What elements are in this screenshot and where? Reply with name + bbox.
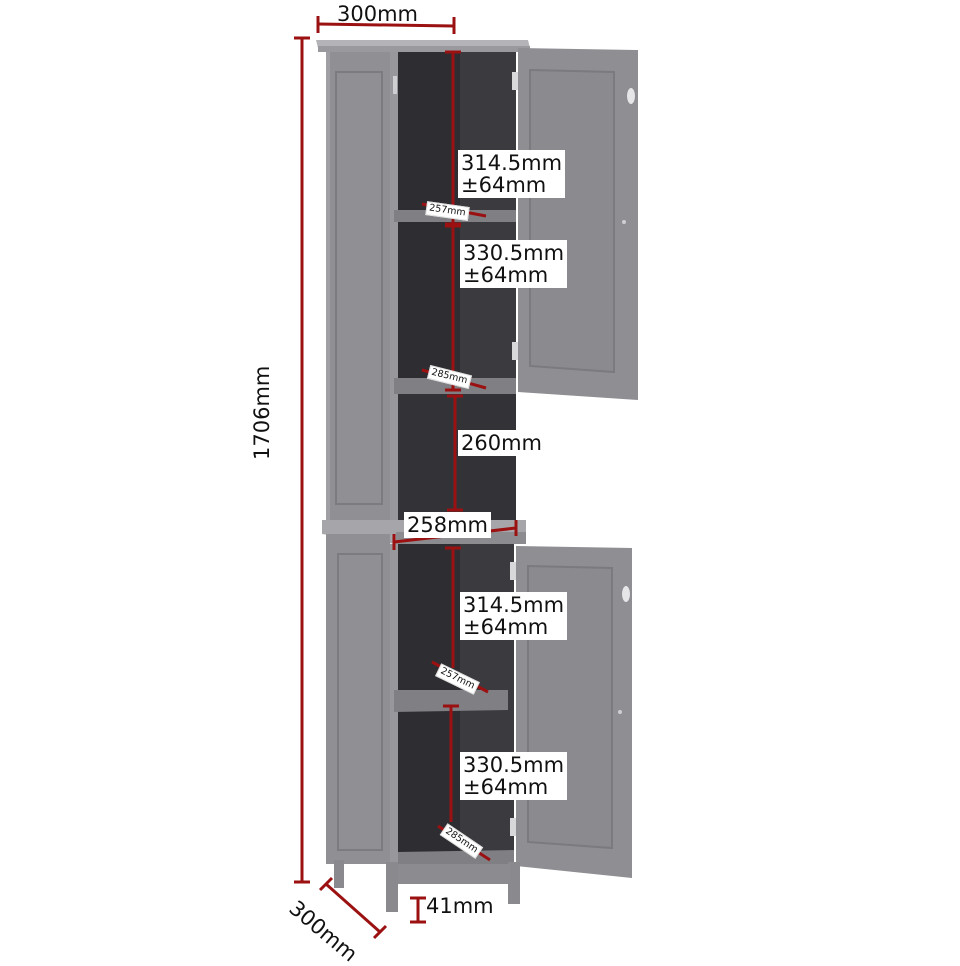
top-width-label: 300mm <box>337 2 418 26</box>
upper-lower-shelf-label: 330.5mm ±64mm <box>460 240 568 289</box>
lower-lower-shelf-label: 330.5mm ±64mm <box>460 752 568 801</box>
total-height-label: 1706mm <box>250 365 274 460</box>
height-value: 330.5mm <box>463 241 565 265</box>
lower-top-shelf-label: 314.5mm ±64mm <box>460 592 568 641</box>
dimension-lines <box>294 16 518 940</box>
height-value: 330.5mm <box>463 753 565 777</box>
open-compartment-height-label: 260mm <box>458 430 545 457</box>
height-value: 314.5mm <box>461 151 563 175</box>
tolerance-value: ±64mm <box>463 615 549 640</box>
tolerance-value: ±64mm <box>463 263 549 288</box>
divider-width-label: 258mm <box>404 512 491 539</box>
leg-height-label: 41mm <box>426 894 494 918</box>
height-value: 314.5mm <box>463 593 565 617</box>
upper-top-shelf-label: 314.5mm ±64mm <box>458 150 566 199</box>
tolerance-value: ±64mm <box>461 173 547 198</box>
tolerance-value: ±64mm <box>463 775 549 800</box>
lower-cabinet <box>326 534 632 912</box>
